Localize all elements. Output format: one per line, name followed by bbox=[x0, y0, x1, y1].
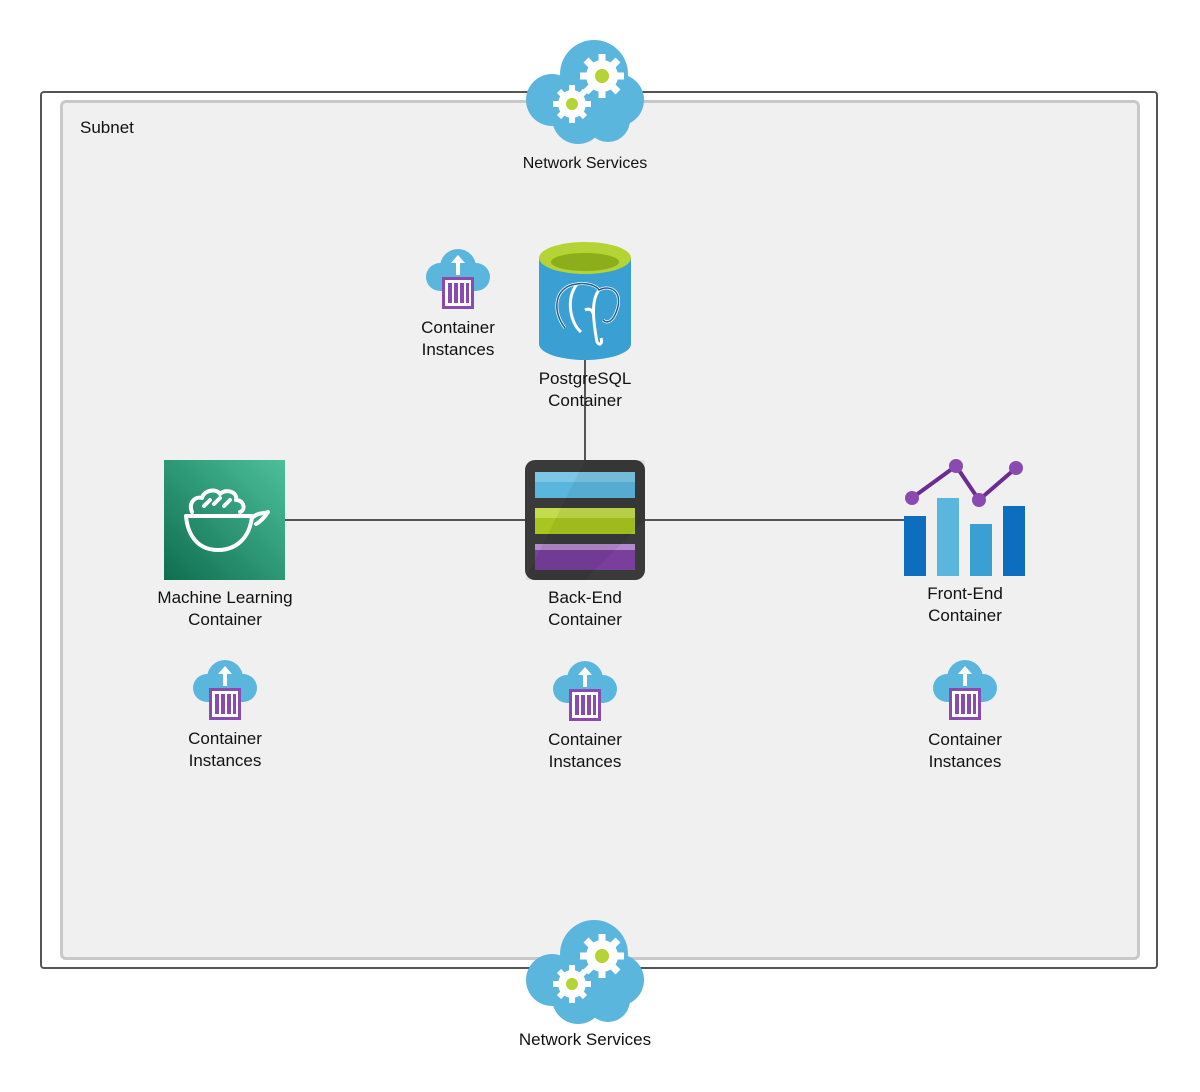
front-end-container-icon bbox=[900, 456, 1030, 578]
container-instances-backend-icon bbox=[551, 661, 619, 725]
container-instances-top-icon bbox=[424, 249, 492, 313]
network-services-top-label: Network Services bbox=[522, 155, 648, 172]
subnet-label: Subnet bbox=[80, 118, 134, 137]
container-instances-frontend-icon bbox=[931, 660, 999, 724]
postgresql-database-icon bbox=[537, 240, 633, 362]
network-services-bottom-icon bbox=[522, 918, 646, 1026]
network-services-bottom-label: Network Services bbox=[518, 1030, 652, 1049]
network-services-top-icon bbox=[522, 38, 646, 146]
back-end-container-icon bbox=[525, 460, 645, 580]
container-instances-ml-icon bbox=[191, 660, 259, 724]
machine-learning-container-icon bbox=[164, 460, 285, 580]
